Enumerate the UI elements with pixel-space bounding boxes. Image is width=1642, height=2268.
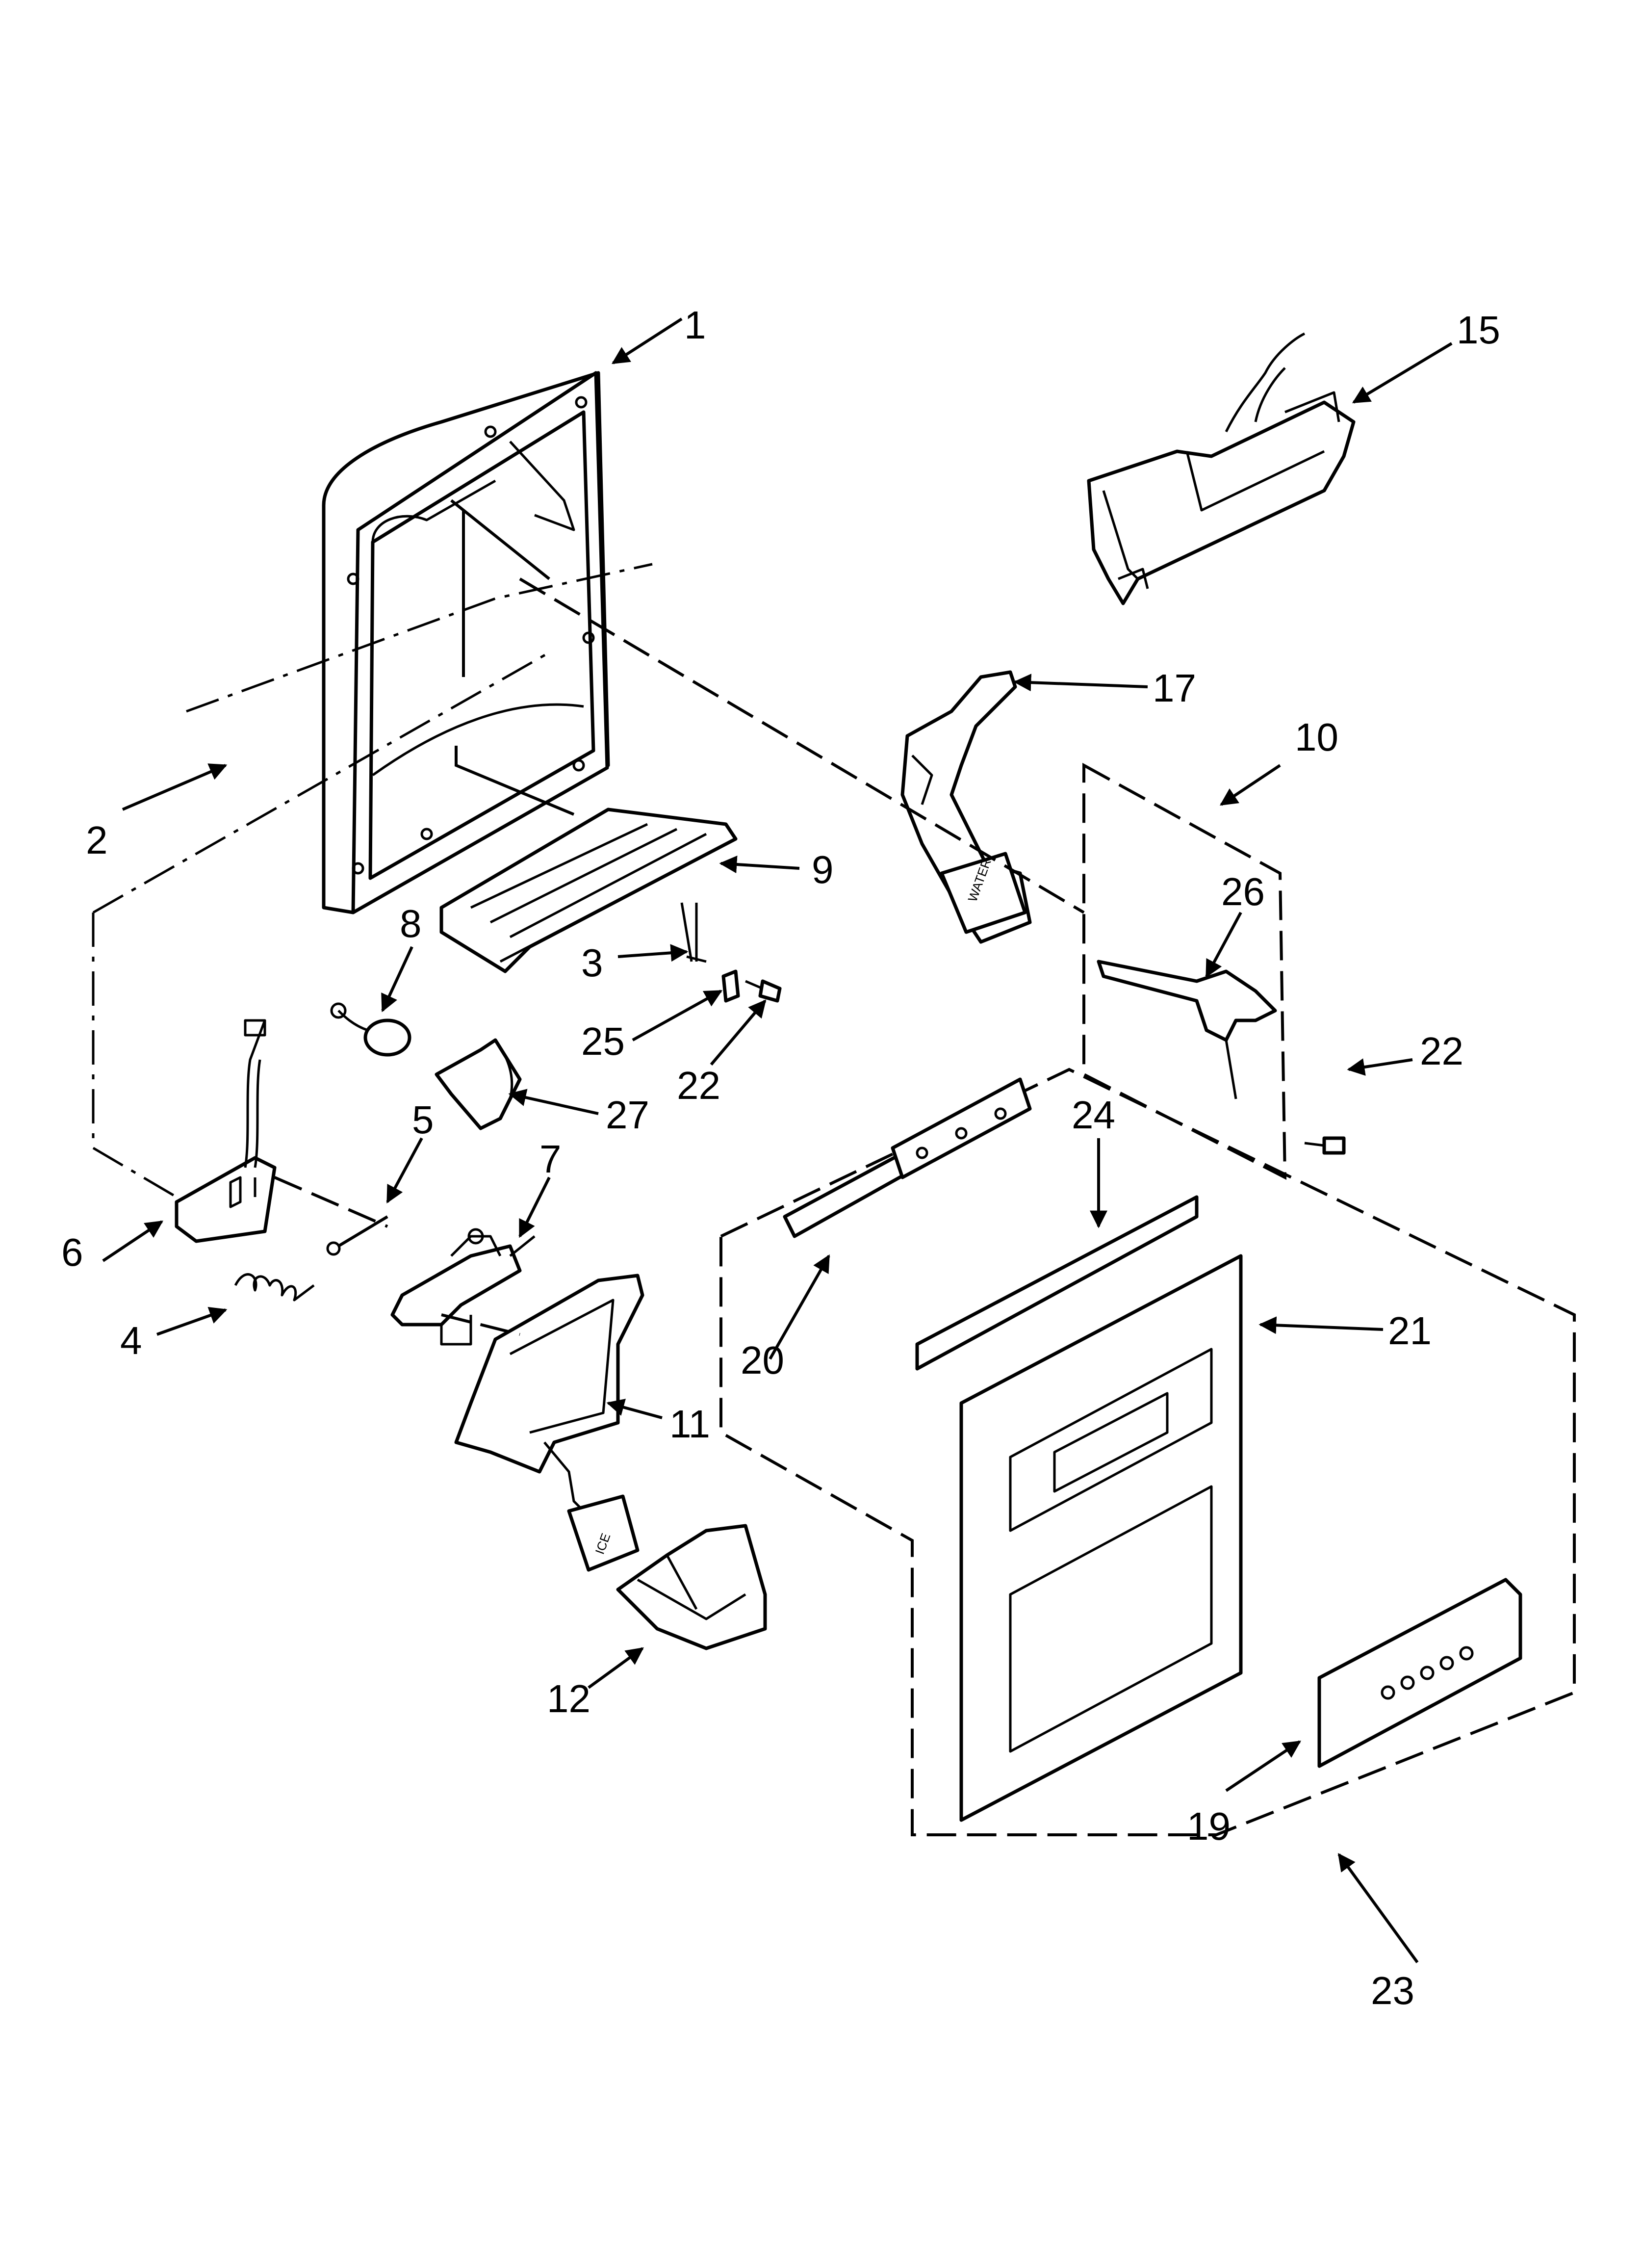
callout-11: 11 [669,1402,710,1446]
lever-arm-part-26 [1097,960,1277,1099]
assembly-outline-part-23 [719,1068,1576,1836]
callout-24: 24 [1072,1093,1115,1137]
screw-part-22b [1304,1136,1346,1155]
callout-27: 27 [606,1093,649,1137]
strip-part-24 [915,1195,1199,1371]
control-module-part-15 [1087,332,1356,605]
leader-arrows [102,317,1453,1963]
switch-part-6 [175,1019,277,1243]
callout-26: 26 [1221,870,1265,913]
drip-tray-part-9 [439,808,738,973]
callout-numbers: 1 15 17 10 2 9 8 26 3 25 22 27 22 5 7 24… [61,303,1500,2012]
callout-5: 5 [412,1098,434,1142]
screw-part-22a [745,979,782,1003]
front-panel-part-21 [959,1254,1243,1822]
callout-20: 20 [741,1338,784,1382]
ice-lever-part-11: ICE [454,1274,644,1572]
callout-3: 3 [581,941,603,985]
bracket-part-25 [721,969,740,1003]
actuator-part-7 [390,1228,536,1346]
spring-clip-part-3 [680,902,707,963]
solenoid-part-8 [330,1002,411,1057]
callout-25: 25 [581,1019,625,1063]
water-lever-part-17: WATER [900,670,1032,944]
callout-10: 10 [1295,715,1338,759]
pin-part-5 [326,1215,388,1256]
callout-17: 17 [1153,666,1196,710]
callout-9: 9 [812,848,834,891]
assembly-outline-part-10 [1082,762,1287,1180]
callout-23: 23 [1371,1969,1414,2012]
ribbon-circuit-part-20 [783,1077,1032,1238]
callout-12: 12 [547,1677,590,1721]
callout-6: 6 [61,1230,83,1274]
callout-4: 4 [120,1319,142,1362]
control-label-part-19 [1317,1578,1522,1768]
callout-21: 21 [1388,1309,1432,1353]
callout-15: 15 [1457,308,1500,352]
alignment-lines [92,563,1085,1336]
sleeve-part-27 [435,1038,522,1130]
callout-19: 19 [1187,1804,1231,1848]
spring-part-4 [234,1273,315,1302]
callout-22b: 22 [1420,1029,1463,1073]
ice-chute-part-12 [616,1524,767,1650]
callout-7: 7 [539,1137,562,1181]
callout-8: 8 [400,902,422,945]
callout-22a: 22 [677,1064,720,1107]
dispenser-housing-part-1 [322,371,610,914]
callout-2: 2 [86,818,108,862]
callout-1: 1 [684,303,706,347]
